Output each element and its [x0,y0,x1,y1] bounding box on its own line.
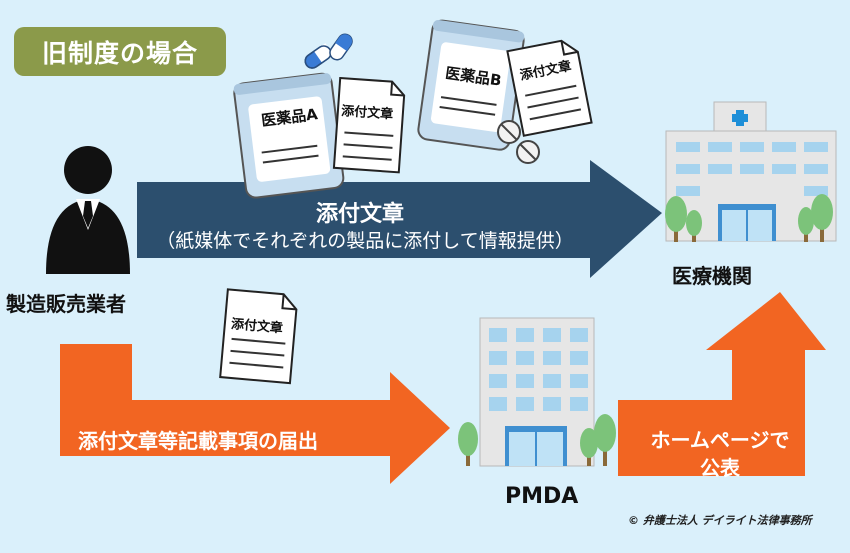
tree-icon [665,196,702,242]
capsule-icon [329,33,353,61]
capsule-icon [304,43,334,69]
manufacturer-person-icon [46,146,130,274]
orange-arrow-text: 添付文章等記載事項の届出 [78,429,318,453]
pmda-label: PMDA [505,484,579,509]
orange-arrow [60,344,450,484]
document-icon-2 [506,39,593,137]
pmda-building-icon [479,317,595,467]
up-arrow-text-line2: 公表 [700,456,740,480]
tablet-icon [497,120,521,144]
tree-icon [798,194,833,242]
tablet-icon [516,140,540,164]
blue-arrow-title: 添付文章 [315,202,404,227]
old-system-badge: 旧制度の場合 [14,27,226,76]
blue-arrow-subtitle: （紙媒体でそれぞれの製品に添付して情報提供） [156,230,574,252]
document-icon-3 [219,288,298,385]
document-icon-1 [332,76,406,174]
manufacturer-label: 製造販売業者 [6,292,126,316]
medicine-package-a [233,72,345,199]
document-1-label: 添付文章 [340,103,394,123]
up-arrow-text-line1: ホームページで [650,428,790,452]
hospital-label: 医療機関 [672,264,752,288]
medicine-package-b [417,19,525,151]
tree-icon [580,414,616,466]
up-arrow [618,292,826,476]
copyright-notice: © 弁護士法人 デイライト法律事務所 [628,514,812,527]
tree-icon [458,422,478,466]
